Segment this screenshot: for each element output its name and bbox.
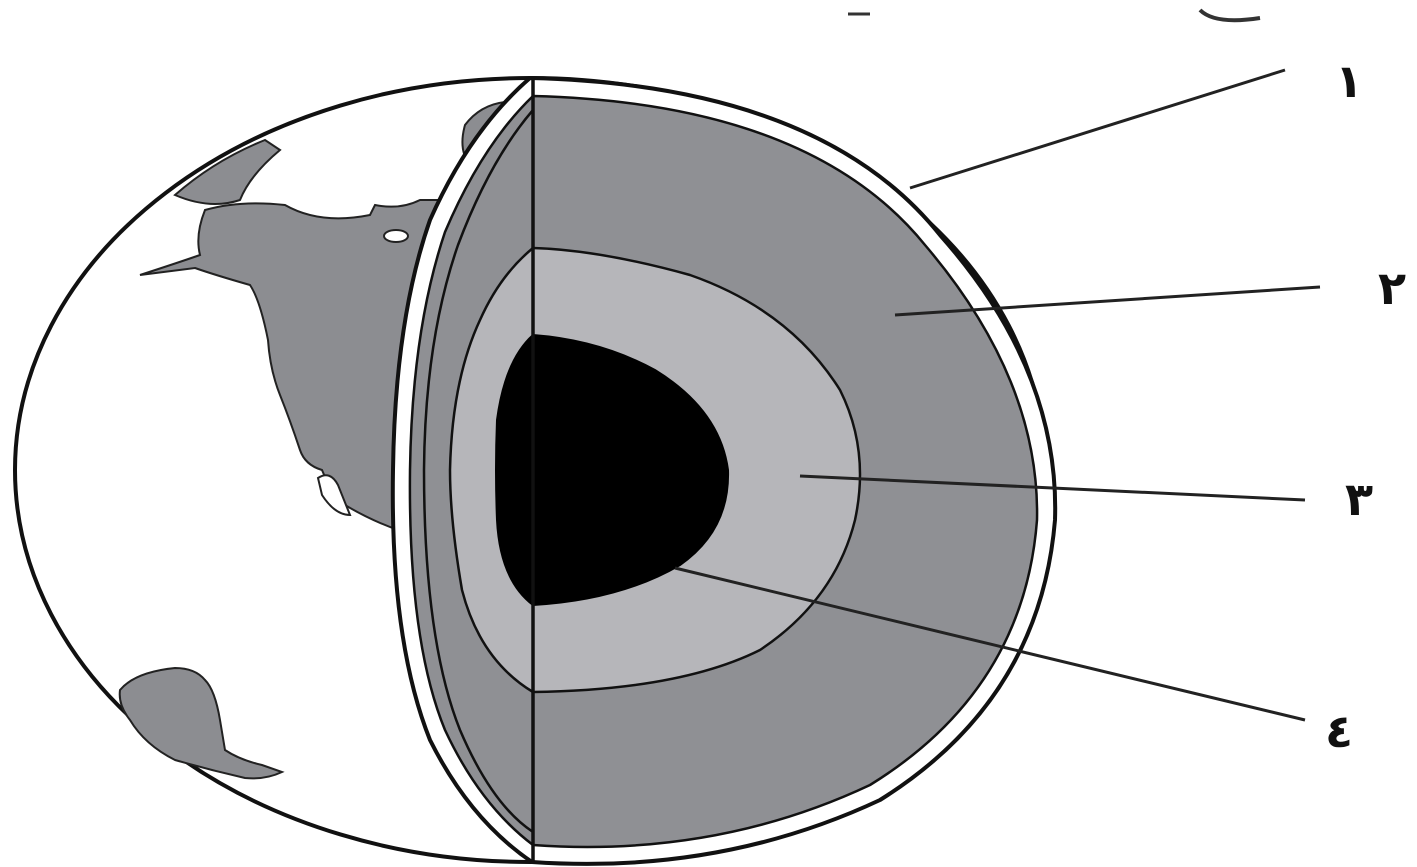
label-mantle: ٢ xyxy=(1378,265,1406,311)
leader-line-1 xyxy=(910,70,1285,188)
top-marks xyxy=(848,10,1260,20)
label-inner-core: ٤ xyxy=(1325,708,1353,754)
label-outer-core: ٣ xyxy=(1345,476,1373,522)
label-crust: ١ xyxy=(1335,58,1363,104)
